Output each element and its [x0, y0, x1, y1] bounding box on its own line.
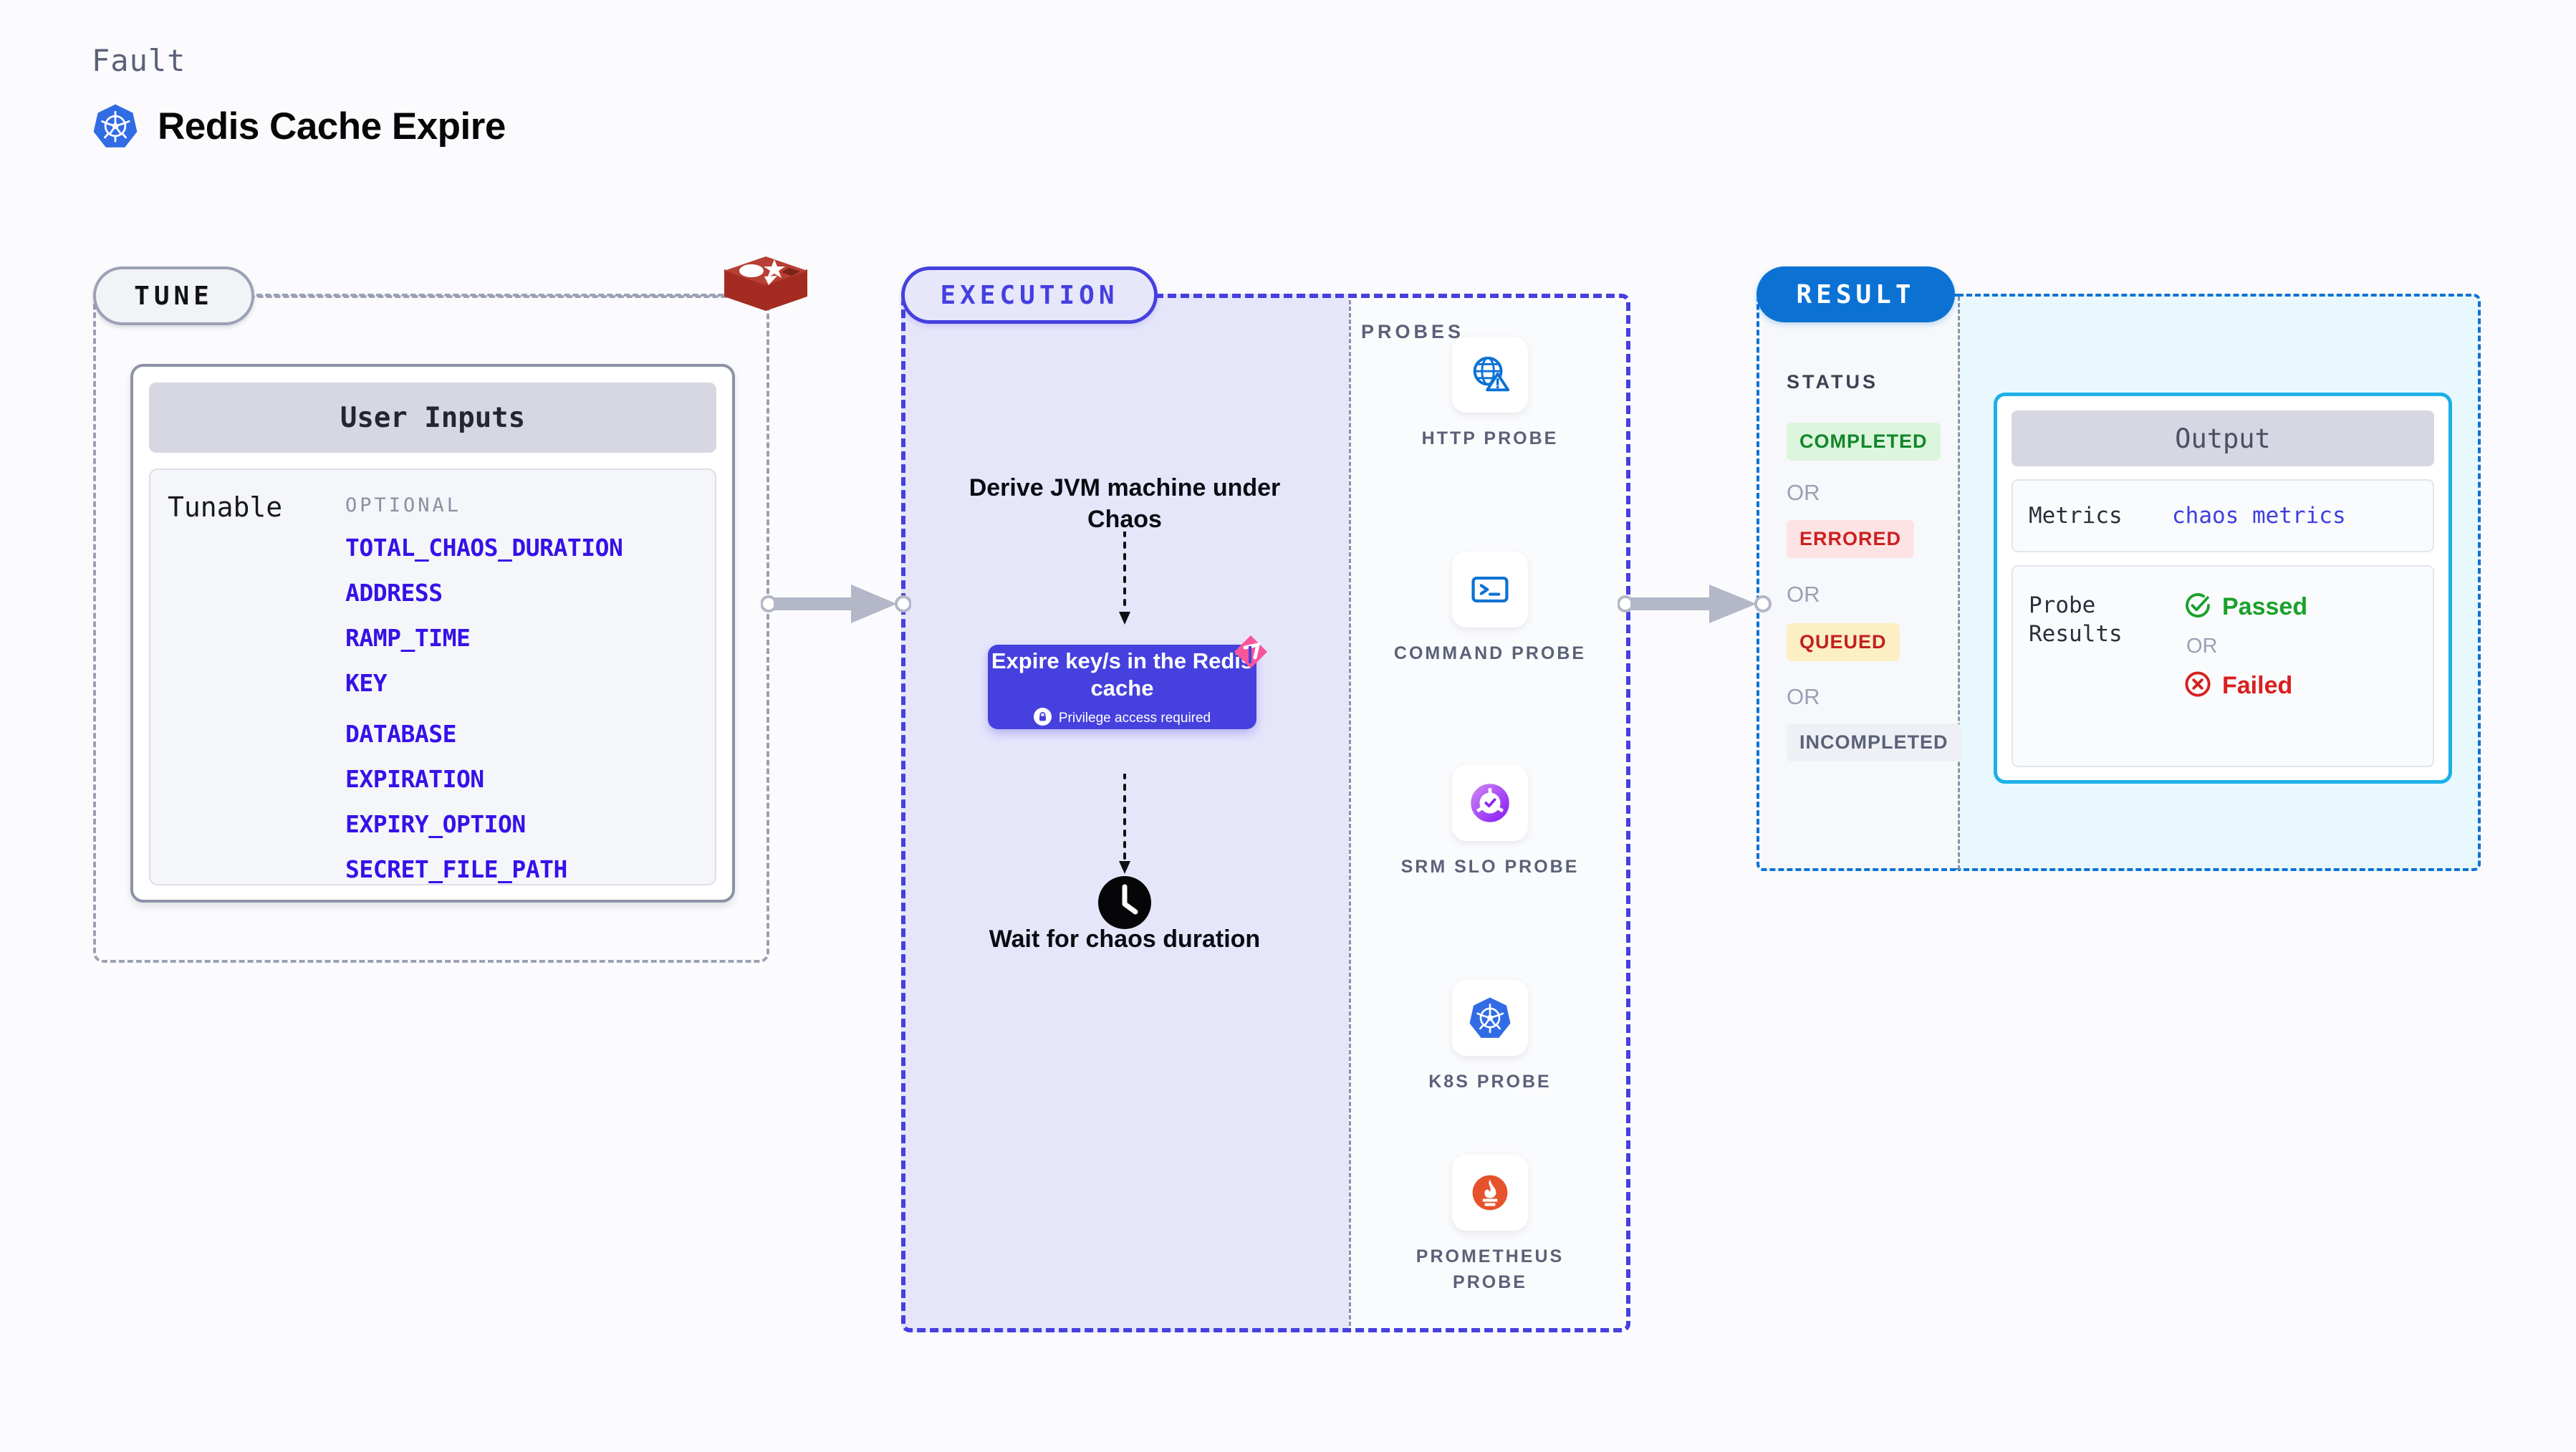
metrics-row: Metrics chaos metrics — [2012, 479, 2434, 552]
probe-label: K8S PROBE — [1428, 1072, 1552, 1092]
metrics-value[interactable]: chaos metrics — [2172, 503, 2346, 529]
probe-item-k8s[interactable]: K8S PROBE — [1383, 980, 1597, 1095]
user-inputs-card: User Inputs Tunable OPTIONAL TOTAL_CHAOS… — [130, 364, 735, 903]
optional-label: OPTIONAL — [345, 494, 462, 516]
flow-arrow-tune-to-execution — [760, 582, 912, 626]
probe-item-command[interactable]: COMMAND PROBE — [1383, 552, 1597, 667]
tunable-list: OPTIONAL TOTAL_CHAOS_DURATION ADDRESS RA… — [345, 491, 623, 884]
tunable-box: Tunable OPTIONAL TOTAL_CHAOS_DURATION AD… — [149, 468, 716, 885]
wait-step-label: Wait for chaos duration — [989, 925, 1261, 953]
tunable-item[interactable]: DATABASE — [345, 720, 456, 748]
metrics-key: Metrics — [2029, 502, 2123, 529]
tune-connector-line — [256, 294, 758, 297]
output-card: Output Metrics chaos metrics Probe Resul… — [1994, 393, 2452, 784]
terminal-icon — [1452, 552, 1528, 628]
status-label: STATUS — [1787, 371, 1878, 393]
flow-arrow-execution-to-result — [1617, 582, 1772, 626]
page-header: Fault — [92, 43, 506, 150]
status-badge-queued: QUEUED — [1787, 623, 1900, 661]
kubernetes-icon — [1452, 980, 1528, 1056]
probe-label: PROMETHEUS PROBE — [1416, 1246, 1565, 1292]
status-badge-completed: COMPLETED — [1787, 423, 1941, 461]
tunable-item[interactable]: ADDRESS — [345, 579, 443, 607]
globe-warning-icon — [1452, 337, 1528, 413]
probe-item-http[interactable]: HTTP PROBE — [1383, 337, 1597, 452]
tunable-label: Tunable — [168, 491, 283, 523]
status-badge-incompleted: INCOMPLETED — [1787, 723, 1961, 761]
tunable-item[interactable]: EXPIRY_OPTION — [345, 810, 526, 838]
fault-action-title: Expire key/s in the Redis cache — [991, 648, 1254, 701]
tune-section — [93, 295, 769, 963]
status-or-label: OR — [1787, 582, 1820, 607]
tunable-item[interactable]: SECRET_FILE_PATH — [345, 855, 567, 883]
tunable-item[interactable]: TOTAL_CHAOS_DURATION — [345, 534, 623, 562]
probe-results-values: Passed OR Failed — [2172, 591, 2307, 766]
failed-label: Failed — [2222, 672, 2293, 699]
passed-label: Passed — [2222, 593, 2308, 620]
probe-results-key: Probe Results — [2029, 592, 2123, 648]
probe-label: HTTP PROBE — [1421, 428, 1559, 448]
status-or-label: OR — [1787, 684, 1820, 709]
privilege-note-row: Privilege access required — [1033, 708, 1211, 729]
fault-action-card[interactable]: Expire key/s in the Redis cache Privileg… — [988, 645, 1256, 729]
probe-item-prometheus[interactable]: PROMETHEUS PROBE — [1383, 1155, 1597, 1295]
probes-label: PROBES — [1361, 321, 1465, 342]
check-circle-icon — [2183, 591, 2212, 623]
privilege-note-text: Privilege access required — [1058, 711, 1211, 726]
tune-stage-badge[interactable]: TUNE — [93, 266, 254, 325]
probe-result-failed: Failed — [2183, 670, 2307, 702]
prometheus-icon — [1452, 1155, 1528, 1231]
status-badge-errored: ERRORED — [1787, 520, 1915, 558]
pink-ribbon-icon — [1229, 632, 1271, 673]
result-stage-badge[interactable]: RESULT — [1756, 266, 1955, 322]
kubernetes-icon — [92, 102, 139, 150]
result-status-column — [1756, 294, 1959, 871]
probe-result-passed: Passed — [2183, 591, 2307, 623]
lock-icon — [1033, 708, 1052, 729]
connector-arrow-fault-to-wait — [1117, 772, 1133, 874]
probe-label: SRM SLO PROBE — [1400, 857, 1580, 877]
output-header: Output — [2012, 410, 2434, 466]
tunable-item[interactable]: KEY — [345, 669, 388, 697]
probe-results-row: Probe Results Passed OR — [2012, 565, 2434, 767]
page-title: Redis Cache Expire — [158, 105, 506, 148]
slo-donut-check-icon — [1452, 765, 1528, 841]
title-row: Redis Cache Expire — [92, 102, 506, 150]
tunable-item[interactable]: RAMP_TIME — [345, 624, 471, 652]
redis-logo — [720, 252, 812, 332]
probe-item-srm-slo[interactable]: SRM SLO PROBE — [1383, 765, 1597, 880]
probe-result-or-label: OR — [2186, 635, 2218, 658]
clock-icon — [1095, 872, 1155, 933]
execution-section — [901, 294, 1630, 1332]
user-inputs-header: User Inputs — [149, 383, 716, 453]
connector-arrow-derive-to-fault — [1117, 530, 1133, 625]
probe-label: COMMAND PROBE — [1393, 643, 1587, 663]
status-or-label: OR — [1787, 480, 1820, 505]
tunable-item[interactable]: EXPIRATION — [345, 765, 484, 793]
result-inner-divider — [1958, 297, 1960, 870]
derive-step-label: Derive JVM machine under Chaos — [969, 474, 1281, 533]
x-circle-icon — [2183, 670, 2212, 702]
execution-stage-badge[interactable]: EXECUTION — [901, 266, 1158, 324]
fault-label: Fault — [92, 43, 186, 78]
